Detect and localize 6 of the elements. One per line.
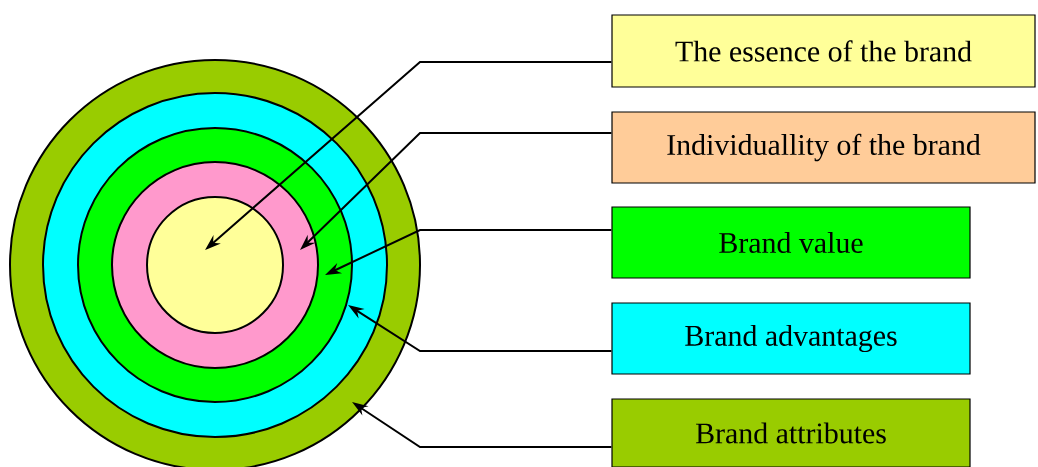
label-box: Brand attributes bbox=[611, 398, 971, 467]
label-box: Brand value bbox=[611, 206, 971, 279]
label-box: Brand advantages bbox=[611, 302, 971, 375]
label-box: The essence of the brand bbox=[611, 14, 1036, 88]
label-box: Individuallity of the brand bbox=[611, 111, 1036, 184]
ring bbox=[146, 196, 284, 334]
